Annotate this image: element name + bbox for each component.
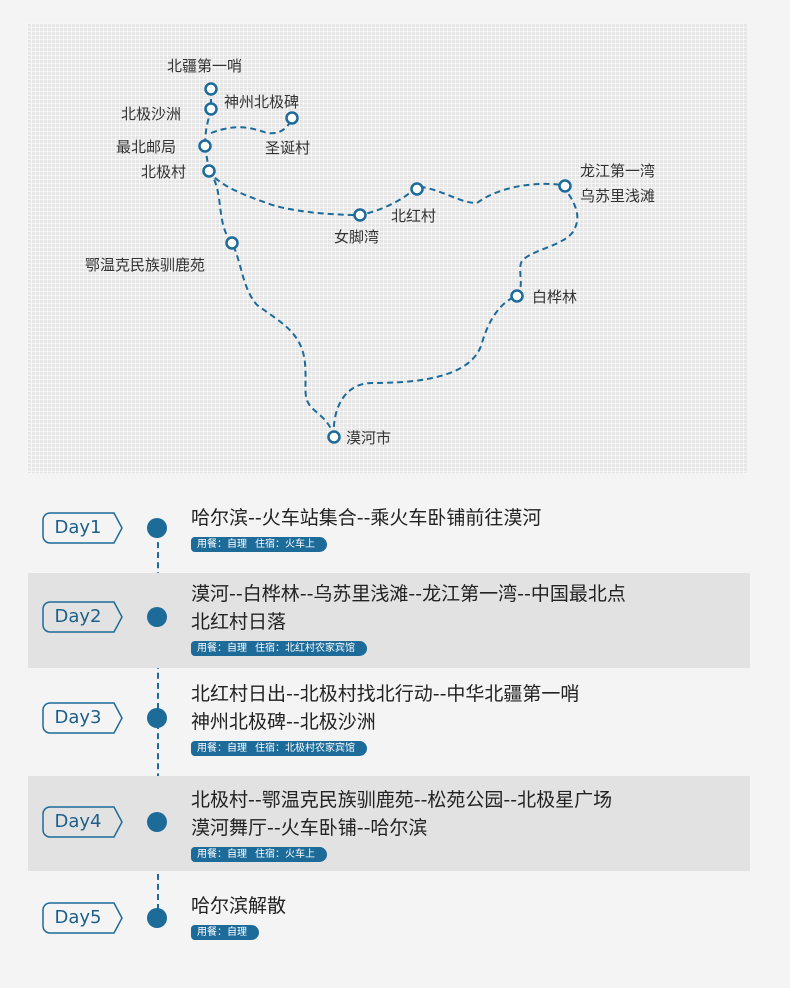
stay-text: 住宿：北红村农家宾馆	[255, 643, 355, 654]
stay-text: 住宿：火车上	[255, 539, 315, 550]
timeline-dot-2	[147, 607, 167, 627]
day-text-5: 哈尔滨解散 用餐：自理	[191, 892, 286, 940]
day-badge-outline-icon	[42, 806, 123, 838]
map-marker-youju[interactable]	[198, 139, 212, 153]
route-line: 哈尔滨解散	[191, 895, 287, 917]
meal-stay-pill: 用餐：自理住宿：火车上	[191, 847, 327, 862]
day-badge-4[interactable]: Day4	[42, 806, 123, 838]
map-label-shazhou: 北极沙洲	[121, 105, 181, 123]
day-row-3: Day3 北红村日出--北极村找北行动--中华北疆第一哨 神州北极碑--北极沙洲…	[28, 668, 750, 766]
route-map-svg: 北疆第一哨 神州北极碑 北极沙洲 最北邮局 圣诞村 北极村 龙江第一湾 乌苏里浅…	[85, 57, 655, 447]
day-row-5: Day5 哈尔滨解散 用餐：自理	[28, 883, 750, 955]
map-marker-mohe[interactable]	[327, 430, 341, 444]
day-badge-outline-icon	[42, 601, 123, 633]
map-marker-shengdan[interactable]	[285, 111, 299, 125]
route-path-west	[208, 170, 335, 438]
meal-text: 用餐：自理	[197, 849, 247, 860]
meal-stay-pill: 用餐：自理住宿：北极村农家宾馆	[191, 741, 367, 756]
map-label-longjiang-1: 龙江第一湾	[580, 162, 655, 180]
day-badge-1[interactable]: Day1	[42, 512, 123, 544]
day-badge-outline-icon	[42, 512, 123, 544]
map-marker-shazhou[interactable]	[204, 102, 218, 116]
timeline-dot-1	[147, 518, 167, 538]
meal-text: 用餐：自理	[197, 643, 247, 654]
route-map: 北疆第一哨 神州北极碑 北极沙洲 最北邮局 圣诞村 北极村 龙江第一湾 乌苏里浅…	[27, 23, 747, 473]
day-row-2: Day2 漠河--白桦林--乌苏里浅滩--龙江第一湾--中国最北点 北红村日落 …	[28, 573, 750, 668]
route-line: 漠河舞厅--火车卧铺--哈尔滨	[191, 817, 428, 839]
map-marker-beihong[interactable]	[410, 182, 424, 196]
map-label-shenzhou: 神州北极碑	[224, 93, 299, 111]
route-line: 北红村日落	[191, 611, 287, 633]
day-row-1: Day1 哈尔滨--火车站集合--乘火车卧铺前往漠河 用餐：自理住宿：火车上	[28, 497, 750, 577]
day-text-2: 漠河--白桦林--乌苏里浅滩--龙江第一湾--中国最北点 北红村日落 用餐：自理…	[191, 580, 626, 656]
map-label-nvjiao: 女脚湾	[334, 228, 379, 246]
map-marker-beijiang[interactable]	[204, 82, 218, 96]
day-badge-label: Day2	[54, 606, 102, 627]
day-text-3: 北红村日出--北极村找北行动--中华北疆第一哨 神州北极碑--北极沙洲 用餐：自…	[191, 680, 579, 756]
route-line: 哈尔滨--火车站集合--乘火车卧铺前往漠河	[191, 507, 542, 529]
map-label-longjiang-2: 乌苏里浅滩	[580, 187, 655, 205]
timeline-dot-5	[147, 908, 167, 928]
map-marker-elunchun[interactable]	[225, 236, 239, 250]
day-badge-outline-icon	[42, 702, 123, 734]
timeline-dot-3	[147, 708, 167, 728]
day-text-1: 哈尔滨--火车站集合--乘火车卧铺前往漠河 用餐：自理住宿：火车上	[191, 504, 541, 552]
map-label-beijiang: 北疆第一哨	[167, 57, 242, 75]
day-text-4: 北极村--鄂温克民族驯鹿苑--松苑公园--北极星广场 漠河舞厅--火车卧铺--哈…	[191, 786, 612, 862]
meal-text: 用餐：自理	[197, 743, 247, 754]
day-badge-2[interactable]: Day2	[42, 601, 123, 633]
day-badge-label: Day4	[54, 811, 102, 832]
meal-stay-pill: 用餐：自理住宿：北红村农家宾馆	[191, 641, 367, 656]
stay-text: 住宿：火车上	[255, 849, 315, 860]
meal-text: 用餐：自理	[197, 539, 247, 550]
route-line: 北红村日出--北极村找北行动--中华北疆第一哨	[191, 683, 580, 705]
day-row-4: Day4 北极村--鄂温克民族驯鹿苑--松苑公园--北极星广场 漠河舞厅--火车…	[28, 776, 750, 871]
route-line: 神州北极碑--北极沙洲	[191, 711, 376, 733]
map-marker-nvjiao[interactable]	[353, 208, 367, 222]
meal-stay-pill: 用餐：自理	[191, 925, 259, 940]
day-badge-outline-icon	[42, 902, 123, 934]
day-badge-label: Day3	[54, 707, 102, 728]
map-label-mohe: 漠河市	[346, 429, 391, 447]
day-badge-3[interactable]: Day3	[42, 702, 123, 734]
timeline-dot-4	[147, 812, 167, 832]
itinerary: Day1 哈尔滨--火车站集合--乘火车卧铺前往漠河 用餐：自理住宿：火车上 D…	[0, 485, 790, 955]
route-path-north	[204, 89, 293, 172]
map-marker-baihualin[interactable]	[510, 289, 524, 303]
map-label-baihualin: 白桦林	[532, 288, 577, 306]
day-badge-label: Day1	[54, 517, 102, 538]
meal-stay-pill: 用餐：自理住宿：火车上	[191, 537, 327, 552]
route-line: 漠河--白桦林--乌苏里浅滩--龙江第一湾--中国最北点	[191, 583, 626, 605]
map-marker-beijicun[interactable]	[202, 164, 216, 178]
map-label-elunchun: 鄂温克民族驯鹿苑	[85, 256, 205, 274]
map-marker-longjiang[interactable]	[558, 179, 572, 193]
day-badge-5[interactable]: Day5	[42, 902, 123, 934]
map-label-shengdan: 圣诞村	[265, 139, 310, 157]
map-label-beihong: 北红村	[391, 207, 436, 225]
day-badge-label: Day5	[54, 907, 102, 928]
map-label-beijicun: 北极村	[141, 163, 186, 181]
route-path-main	[208, 170, 579, 438]
route-line: 北极村--鄂温克民族驯鹿苑--松苑公园--北极星广场	[191, 789, 613, 811]
meal-text: 用餐：自理	[197, 927, 247, 938]
map-label-youju: 最北邮局	[116, 138, 176, 156]
stay-text: 住宿：北极村农家宾馆	[255, 743, 355, 754]
